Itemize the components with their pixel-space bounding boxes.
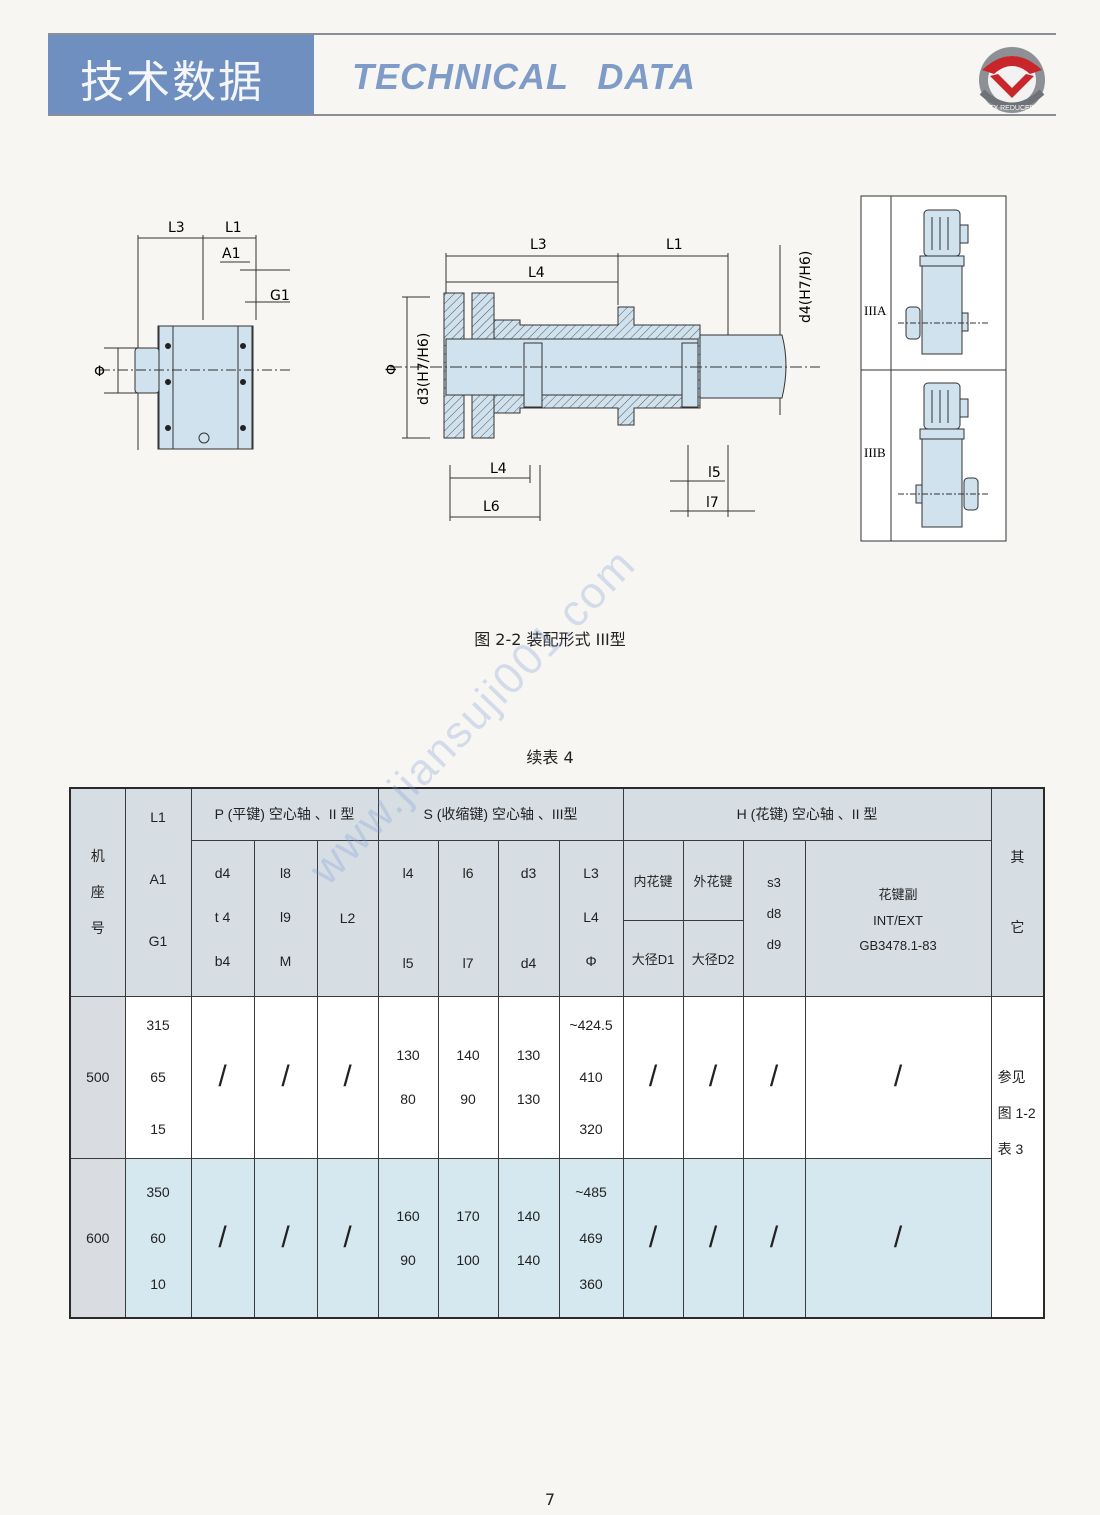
cell-h-spline: / bbox=[804, 995, 992, 1159]
cell-p-d4: / bbox=[190, 995, 255, 1159]
table-header-row-1: 机座号 L1 A1 G1 P (平键) 空心轴 、II 型 S (收缩键) 空心… bbox=[69, 787, 1045, 997]
header-machine-size: 机座号 bbox=[69, 787, 126, 997]
cell-l1-a1-g1: 315 65 15 bbox=[124, 995, 192, 1159]
header-l3-l4-phi: L3 L4 Φ bbox=[558, 839, 624, 997]
cell-h-inner: / bbox=[622, 1157, 684, 1319]
dim-label-l4-top: L4 bbox=[528, 265, 545, 281]
header-rule-bottom bbox=[48, 114, 1056, 116]
header-d4-t4-b4: d4 t 4 b4 bbox=[190, 839, 255, 997]
header-l8-l9-m: l8 l9 M bbox=[253, 839, 318, 997]
header-title-en: TECHNICAL DATA bbox=[352, 56, 696, 97]
header-major-dia-d1: 大径D1 bbox=[622, 919, 684, 997]
header-title-cn: 技术数据 bbox=[80, 57, 264, 108]
header-group-s: S (收缩键) 空心轴 、III型 bbox=[377, 787, 624, 841]
dim-label-d3: d3(H7/H6) bbox=[416, 333, 432, 405]
cell-l1-a1-g1: 350 60 10 bbox=[124, 1157, 192, 1319]
cell-s-l3-l4-phi: ~485 469 360 bbox=[558, 1157, 624, 1319]
header-s3-d8-d9: s3 d8 d9 bbox=[742, 839, 806, 997]
header-title-block bbox=[48, 35, 314, 114]
dim-label-d4: d4(H7/H6) bbox=[798, 251, 814, 323]
table-title: 续表 4 bbox=[526, 748, 574, 767]
header-major-dia-d2: 大径D2 bbox=[682, 919, 744, 997]
cell-h-s3: / bbox=[742, 1157, 806, 1319]
cell-machine-600: 600 bbox=[69, 1157, 126, 1319]
header-group-p: P (平键) 空心轴 、II 型 bbox=[190, 787, 379, 841]
drawing-shaft-section: L3 L4 L1 L4 L6 l5 l7 Φ d3(H7/H6) d4(H7/H… bbox=[384, 237, 820, 521]
header-l4-l5: l4 l5 bbox=[377, 839, 439, 997]
cell-s-l3-l4-phi: ~424.5 410 320 bbox=[558, 995, 624, 1159]
dim-label-l7: l7 bbox=[706, 495, 719, 511]
cell-machine-500: 500 bbox=[69, 995, 126, 1159]
header-l6-l7: l6 l7 bbox=[437, 839, 499, 997]
dim-label-l1: L1 bbox=[666, 237, 683, 253]
header-other: 其它 bbox=[990, 787, 1045, 997]
header-inner-spline: 内花键 bbox=[622, 839, 684, 921]
dim-label-g1: G1 bbox=[270, 288, 290, 304]
technical-data-table: 机座号 L1 A1 G1 P (平键) 空心轴 、II 型 S (收缩键) 空心… bbox=[69, 787, 1046, 1319]
cell-h-spline: / bbox=[804, 1157, 992, 1319]
table-header-row-2: d4 t 4 b4 l8 l9 M L2 l4 l5 l6 l7 d3 d4 L… bbox=[70, 839, 1044, 997]
dim-label-phi: Φ bbox=[94, 364, 105, 380]
dim-label-l4-bottom: L4 bbox=[490, 461, 507, 477]
variant-label-iiib: IIIB bbox=[864, 445, 886, 460]
table-header-row-3: 大径D1 大径D2 bbox=[70, 919, 1044, 997]
cell-p-d4: / bbox=[190, 1157, 255, 1319]
cell-p-l2: / bbox=[316, 1157, 379, 1319]
header-outer-spline: 外花键 bbox=[682, 839, 744, 921]
header-rule-top bbox=[48, 33, 1056, 35]
header-group-h: H (花键) 空心轴 、II 型 bbox=[622, 787, 992, 841]
dim-label-l3: L3 bbox=[168, 220, 185, 236]
figure-caption: 图 2-2 装配形式 III型 bbox=[474, 630, 626, 649]
dim-label-phi: Φ bbox=[384, 364, 400, 375]
cell-h-inner: / bbox=[622, 995, 684, 1159]
header-spline-pair: 花键副 INT/EXT GB3478.1-83 bbox=[804, 839, 992, 997]
cell-p-l2: / bbox=[316, 995, 379, 1159]
drawing-left-view: L3 L1 A1 G1 Φ bbox=[94, 220, 290, 450]
page-number: 7 bbox=[544, 1490, 556, 1509]
dim-label-a1: A1 bbox=[222, 246, 240, 262]
cell-p-l8: / bbox=[253, 995, 318, 1159]
header-l2: L2 bbox=[316, 839, 379, 997]
dim-label-l3: L3 bbox=[530, 237, 547, 253]
header-l1-a1-g1: L1 A1 G1 bbox=[124, 787, 192, 997]
variant-label-iiia: IIIA bbox=[864, 303, 887, 318]
cell-p-l8: / bbox=[253, 1157, 318, 1319]
cell-other-note: 参见 图 1-2 表 3 bbox=[990, 995, 1045, 1319]
header-d3-d4: d3 d4 bbox=[497, 839, 560, 997]
cell-h-s3: / bbox=[742, 995, 806, 1159]
dim-label-l6: L6 bbox=[483, 499, 500, 515]
cell-h-outer: / bbox=[682, 1157, 744, 1319]
drawing-mounting-variants: IIIA IIIB bbox=[860, 195, 1007, 542]
company-logo: TX REDUCER bbox=[979, 47, 1045, 113]
cell-h-outer: / bbox=[682, 995, 744, 1159]
dim-label-l1: L1 bbox=[225, 220, 242, 236]
dim-label-l5: l5 bbox=[708, 465, 721, 481]
logo-text: TX REDUCER bbox=[989, 105, 1035, 112]
